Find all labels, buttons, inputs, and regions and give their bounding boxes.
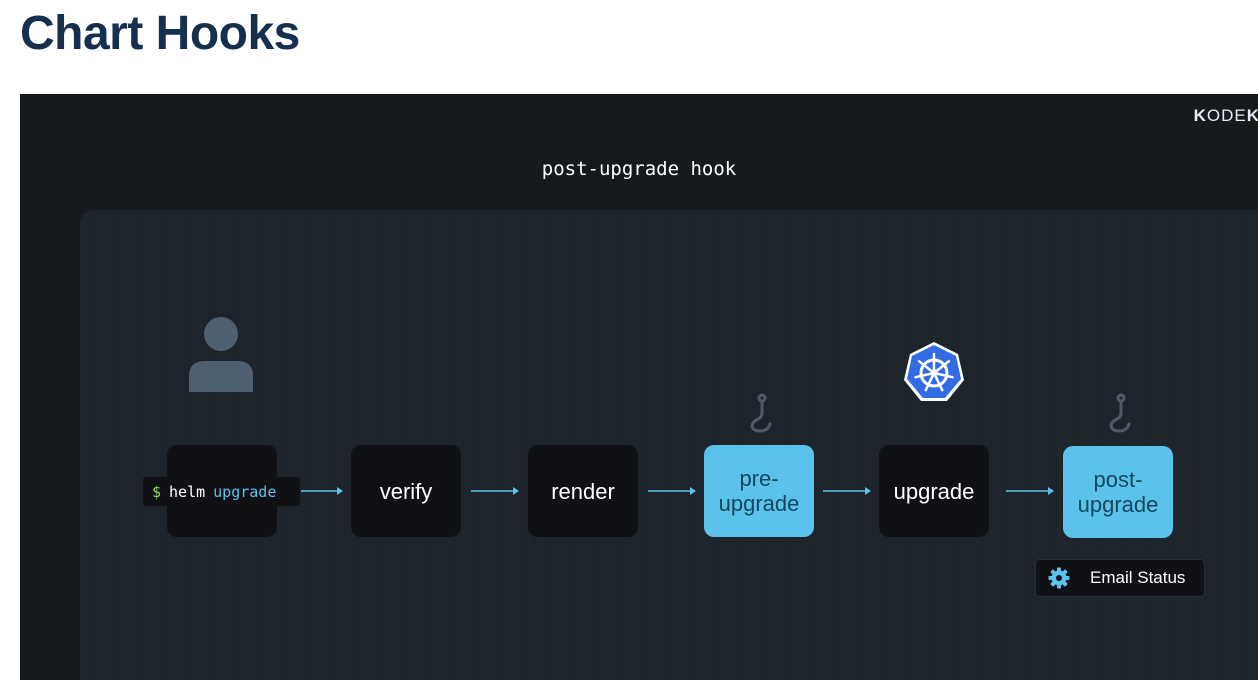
kubernetes-icon [904, 342, 964, 401]
step-label-line1: pre- [739, 466, 779, 491]
diagram-slide: KODEK post-upgrade hook $ helm upgrade ver… [20, 94, 1258, 680]
arrow-icon [1006, 487, 1054, 495]
step-label: render [551, 478, 615, 504]
email-status-job: Email Status [1035, 559, 1205, 597]
step-label: upgrade [893, 478, 975, 504]
page-title: Chart Hooks [20, 7, 300, 60]
arrow-icon [301, 487, 343, 495]
post-upgrade-hook-step: post-upgrade [1063, 446, 1173, 538]
command-subcommand: upgrade [213, 482, 277, 501]
pre-upgrade-hook-step: pre-upgrade [704, 445, 814, 537]
diagram-panel [80, 210, 1258, 680]
slide-title: post-upgrade hook [541, 158, 737, 180]
brand-logo-k-end: K [1246, 106, 1258, 125]
prompt-symbol: $ [152, 482, 162, 501]
arrow-icon [648, 487, 696, 495]
step-label-line2: upgrade [1077, 492, 1159, 517]
brand-logo-text: ODE [1206, 106, 1247, 125]
hook-icon [1109, 393, 1131, 433]
render-step: render [528, 445, 638, 537]
gear-icon [1048, 567, 1070, 589]
upgrade-step: upgrade [879, 445, 989, 537]
arrow-icon [823, 487, 871, 495]
verify-step: verify [351, 445, 461, 537]
step-label-line1: post- [1093, 467, 1143, 492]
step-label-line2: upgrade [718, 491, 800, 516]
hook-icon [750, 393, 772, 433]
command-name: helm [169, 482, 206, 501]
step-label: verify [379, 478, 433, 504]
helm-upgrade-command: $ helm upgrade [143, 477, 300, 506]
brand-logo-k: K [1193, 106, 1207, 125]
email-status-label: Email Status [1090, 568, 1186, 587]
user-icon [186, 316, 256, 397]
arrow-icon [471, 487, 519, 495]
brand-logo: KODEK [1194, 106, 1258, 126]
